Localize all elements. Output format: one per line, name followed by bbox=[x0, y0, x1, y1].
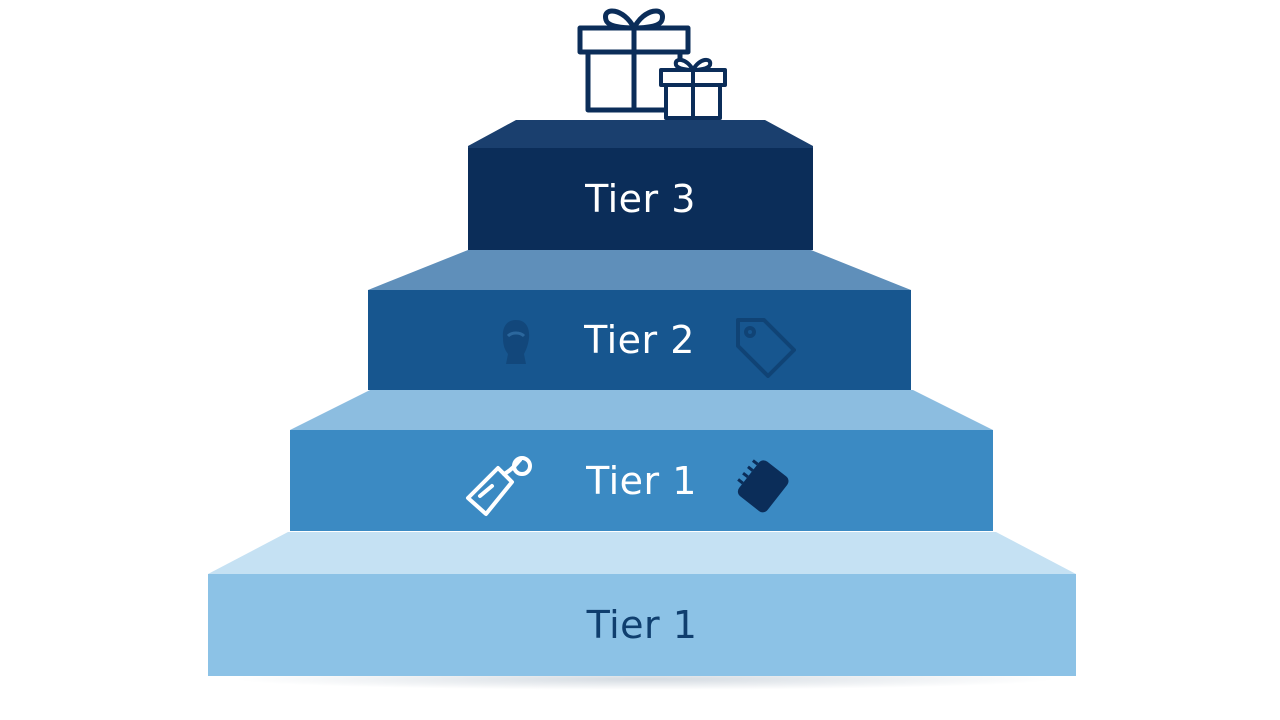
gift-icon bbox=[576, 2, 692, 114]
tier-step-2-front: Tier 2 bbox=[368, 290, 911, 390]
tier-step-2-label: Tier 2 bbox=[584, 318, 695, 362]
gift-icon-small bbox=[658, 54, 728, 120]
tier-step-2-top bbox=[368, 250, 911, 290]
tier-step-4: Tier 1 bbox=[208, 532, 1076, 676]
tier-step-3-top bbox=[290, 390, 993, 430]
tier-step-3-front: Tier 1 bbox=[290, 430, 993, 531]
price-tag-icon bbox=[732, 314, 798, 380]
tier-step-3: Tier 1 bbox=[290, 390, 993, 531]
tier-step-3-label: Tier 1 bbox=[586, 458, 697, 503]
tier-step-1: Tier 3 bbox=[468, 120, 813, 250]
tier-step-4-front: Tier 1 bbox=[208, 574, 1076, 676]
price-tag-icon-white bbox=[462, 452, 534, 520]
tier-step-4-label: Tier 1 bbox=[586, 603, 698, 647]
tag-stub-icon bbox=[732, 452, 800, 520]
tier-step-1-top bbox=[468, 120, 813, 148]
tier-step-4-top bbox=[208, 532, 1076, 574]
tier-step-1-front: Tier 3 bbox=[468, 148, 813, 250]
tier-step-1-label: Tier 3 bbox=[585, 177, 696, 221]
person-silhouette-icon bbox=[496, 316, 536, 368]
tier-step-2: Tier 2 bbox=[368, 250, 911, 390]
